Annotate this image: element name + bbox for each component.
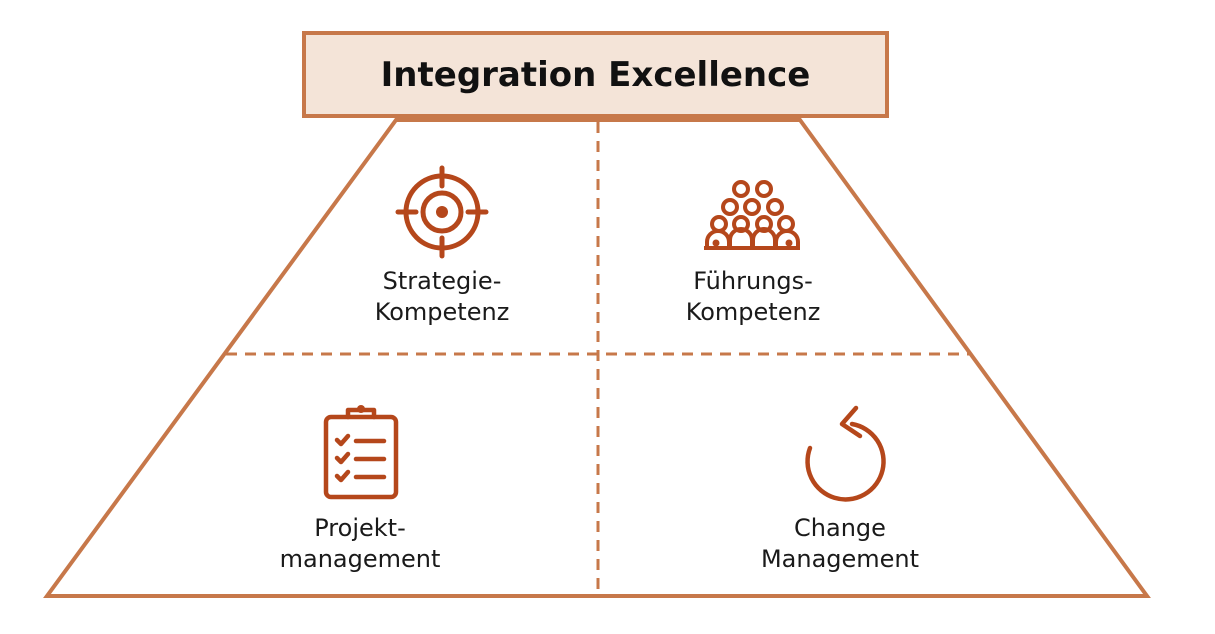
label-line-1: Change	[794, 514, 886, 542]
pyramid-outline	[43, 118, 1151, 598]
clipboard-checklist-icon	[323, 405, 399, 500]
diagram-title: Integration Excellence	[380, 54, 811, 95]
change-management-label: Change Management	[720, 513, 960, 575]
label-line-2: Kompetenz	[685, 298, 821, 326]
label-line-1: Führungs-	[693, 267, 813, 295]
refresh-arrow-icon	[805, 405, 886, 502]
label-line-1: Projekt-	[314, 514, 406, 542]
label-line-1: Strategie-	[382, 267, 502, 295]
label-line-2: Management	[760, 545, 920, 573]
label-line-2: Kompetenz	[374, 298, 510, 326]
fuehrungs-kompetenz-label: Führungs- Kompetenz	[633, 266, 873, 328]
title-box: Integration Excellence	[302, 31, 889, 118]
people-group-icon	[704, 180, 800, 250]
target-icon	[395, 165, 489, 259]
label-line-2: management	[279, 545, 441, 573]
projektmanagement-label: Projekt- management	[240, 513, 480, 575]
strategie-kompetenz-label: Strategie- Kompetenz	[322, 266, 562, 328]
